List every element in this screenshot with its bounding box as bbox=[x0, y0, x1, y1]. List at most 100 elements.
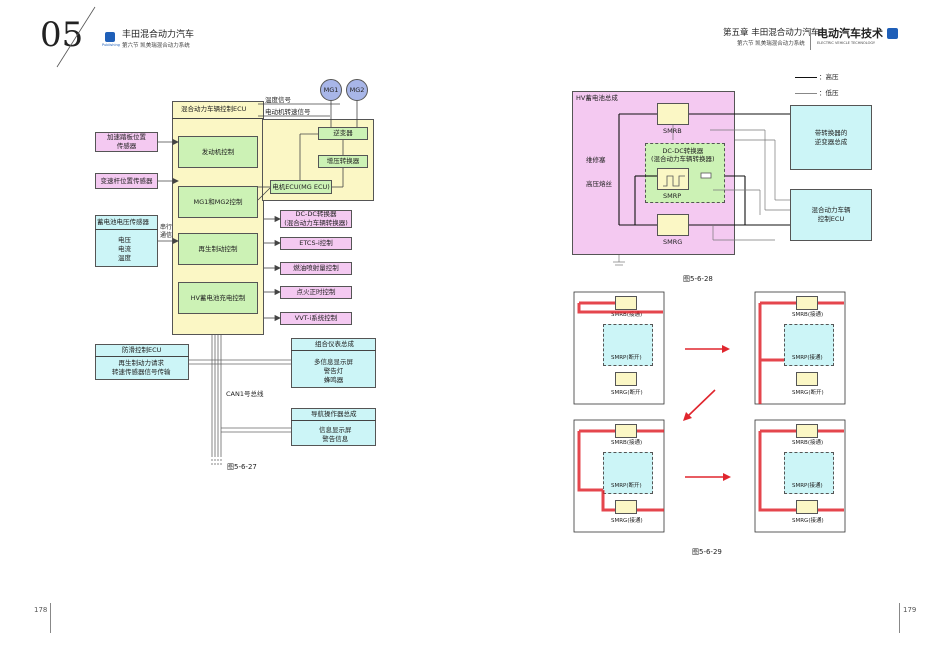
battery-sensor-items: 电压 电流 温度 bbox=[118, 236, 131, 263]
s3-smrp-label: SMRP(接通) bbox=[792, 483, 823, 489]
left-page: 05 Publishing 丰田混合动力汽车 第六节 凯美瑞混合动力系统 混合动… bbox=[34, 6, 376, 633]
booster-block: 增压转换器 bbox=[318, 155, 368, 168]
right-header-title: 第五章 丰田混合动力汽车 bbox=[723, 28, 820, 38]
s2-smrg-label: SMRG(断开) bbox=[792, 390, 824, 396]
s1-smrg-box bbox=[615, 372, 637, 386]
battery-sensor-divider bbox=[95, 229, 158, 230]
meter-body: 多信息显示屏 警告灯 蜂鸣器 bbox=[314, 358, 353, 385]
s4-smrg-box bbox=[615, 500, 637, 514]
smrb-box bbox=[657, 103, 689, 125]
output-dcdc: DC-DC转换器 (混合动力车辆转换器) bbox=[280, 210, 352, 228]
s4-dcdc-box bbox=[603, 452, 653, 494]
s2-smrg-box bbox=[796, 372, 818, 386]
dcdc-label: DC-DC转换器 (混合动力车辆转换器) bbox=[651, 147, 715, 164]
inverter-assembly-box: 带转换器的 逆变器总成 bbox=[790, 105, 872, 170]
mg2-circle: MG2 bbox=[346, 79, 368, 101]
chapter-slash bbox=[56, 6, 96, 68]
service-plug-label: 维修塞 bbox=[586, 156, 606, 164]
right-page: 第五章 丰田混合动力汽车 第六节 凯美瑞混合动力系统 电动汽车技术 ELECTR… bbox=[475, 0, 950, 649]
logo-subtext: Publishing bbox=[102, 43, 120, 47]
brand-subtext: ELECTRIC VEHICLE TECHNOLOGY bbox=[817, 41, 876, 45]
header-divider bbox=[810, 28, 811, 50]
legend-lv-line bbox=[795, 93, 817, 94]
fig29-state-grid bbox=[573, 291, 846, 533]
skid-ecu-body: 再生制动力请求 转速传感器信号传输 bbox=[112, 359, 171, 377]
left-page-number: 178 bbox=[34, 606, 48, 614]
s2-smrb-box bbox=[796, 296, 818, 310]
skid-ecu-title: 防滑控制ECU bbox=[122, 346, 162, 354]
s1-smrp-label: SMRP(断开) bbox=[611, 355, 642, 361]
skid-ecu-divider bbox=[95, 356, 189, 357]
fig28-wiring bbox=[613, 113, 790, 266]
output-fuel: 燃油喷射量控制 bbox=[280, 262, 352, 275]
legend-hv-line bbox=[795, 77, 817, 79]
smrg-box bbox=[657, 214, 689, 236]
output-ignition: 点火正时控制 bbox=[280, 286, 352, 299]
skid-ecu-box bbox=[95, 344, 189, 380]
right-footer-rule bbox=[899, 603, 900, 633]
figure-caption-27: 图5-6-27 bbox=[227, 463, 257, 471]
output-etcs: ETCS-i控制 bbox=[280, 237, 352, 250]
s4-smrg-label: SMRG(接通) bbox=[611, 518, 643, 524]
s2-smrp-label: SMRP(接通) bbox=[792, 355, 823, 361]
mg-ecu-block: 电机ECU(MG ECU) bbox=[270, 180, 332, 194]
serial-comm-label: 串行 通信 bbox=[160, 224, 173, 239]
header-subtitle: 第六节 凯美瑞混合动力系统 bbox=[122, 43, 190, 49]
brand-logo-icon bbox=[887, 28, 898, 39]
can-bus-label: CAN1号总线 bbox=[226, 390, 264, 398]
header-title: 丰田混合动力汽车 bbox=[122, 30, 195, 40]
mg1-circle: MG1 bbox=[320, 79, 342, 101]
s1-dcdc-box bbox=[603, 324, 653, 366]
sensor-connectors bbox=[158, 138, 179, 185]
s1-smrb-box bbox=[615, 296, 637, 310]
ecu-title: 混合动力车辆控制ECU bbox=[181, 105, 247, 113]
right-header-subtitle: 第六节 凯美瑞混合动力系统 bbox=[737, 41, 805, 47]
sensor-accel: 加速踏板位置 传感器 bbox=[95, 132, 158, 152]
inverter-connectors bbox=[257, 101, 358, 201]
hv-battery-label: HV蓄电池总成 bbox=[576, 94, 618, 102]
s3-smrb-box bbox=[796, 424, 818, 438]
s1-smrb-label: SMRB(接通) bbox=[611, 312, 643, 318]
hv-fuse-label: 高压熔丝 bbox=[586, 180, 612, 188]
nav-body: 信息显示屏 警告信息 bbox=[319, 426, 352, 444]
s4-smrp-label: SMRP(断开) bbox=[611, 483, 642, 489]
s1-smrg-label: SMRG(断开) bbox=[611, 390, 643, 396]
output-arrows bbox=[264, 215, 281, 322]
s4-smrb-label: SMRB(接通) bbox=[611, 440, 643, 446]
can-bus bbox=[189, 335, 291, 465]
meter-divider bbox=[291, 350, 376, 351]
s2-dcdc-box bbox=[784, 324, 834, 366]
temp-signal-label: 温度信号 bbox=[265, 96, 291, 104]
logo-icon bbox=[105, 32, 115, 42]
battery-sensor-title: 蓄电池电压传感器 bbox=[97, 218, 149, 226]
speed-signal-label: 电动机转速信号 bbox=[265, 108, 311, 116]
battery-sensor-box bbox=[95, 215, 158, 267]
serial-connector bbox=[158, 237, 179, 245]
ecu-block-mg: MG1和MG2控制 bbox=[178, 186, 258, 218]
hv-ecu-box: 混合动力车辆 控制ECU bbox=[790, 189, 872, 241]
nav-box bbox=[291, 408, 376, 446]
smrg-label: SMRG bbox=[663, 238, 683, 246]
s3-smrb-label: SMRB(接通) bbox=[792, 440, 824, 446]
figure-caption-29: 图5-6-29 bbox=[692, 548, 722, 556]
right-page-number: 179 bbox=[903, 606, 917, 614]
figure-caption-28: 图5-6-28 bbox=[683, 275, 713, 283]
ecu-block-hv-charge: HV蓄电池充电控制 bbox=[178, 282, 258, 314]
ecu-title-divider bbox=[172, 118, 264, 119]
nav-title: 导航操作器总成 bbox=[311, 410, 357, 418]
smrb-label: SMRB bbox=[663, 127, 682, 135]
left-footer-rule bbox=[50, 603, 51, 633]
s3-smrg-label: SMRG(接通) bbox=[792, 518, 824, 524]
ecu-block-engine: 发动机控制 bbox=[178, 136, 258, 168]
fig29-current-paths bbox=[577, 301, 844, 512]
meter-box bbox=[291, 338, 376, 388]
output-vvt: VVT-i系统控制 bbox=[280, 312, 352, 325]
fig29-diagrams bbox=[573, 291, 846, 533]
sensor-shift: 变速杆位置传感器 bbox=[95, 173, 158, 189]
legend-lv-label: ：低压 bbox=[819, 89, 839, 97]
ecu-block-regen: 再生制动控制 bbox=[178, 233, 258, 265]
s4-smrb-box bbox=[615, 424, 637, 438]
nav-divider bbox=[291, 420, 376, 421]
brand-name: 电动汽车技术 bbox=[817, 27, 883, 40]
legend-hv-label: ：高压 bbox=[819, 73, 839, 81]
